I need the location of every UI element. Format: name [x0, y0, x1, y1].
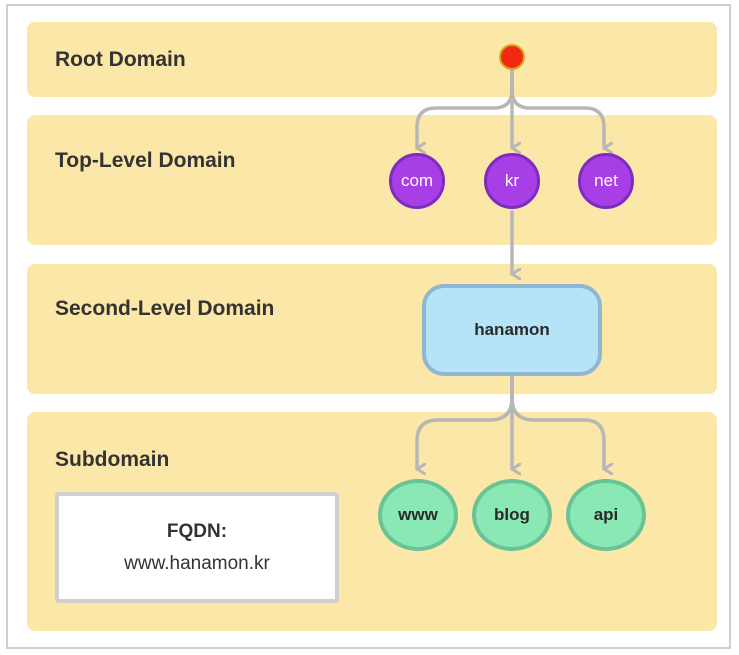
fqdn-box: FQDN: www.hanamon.kr [55, 492, 339, 603]
fqdn-value: www.hanamon.kr [124, 552, 270, 574]
tld-node-kr: kr [484, 153, 540, 209]
tld-node-com: com [389, 153, 445, 209]
label-root-domain: Root Domain [55, 48, 186, 71]
sub-node-www: www [378, 479, 458, 551]
label-subdomain: Subdomain [55, 448, 170, 471]
sub-node-api: api [566, 479, 646, 551]
label-top-level-domain: Top-Level Domain [55, 149, 236, 172]
label-second-level-domain: Second-Level Domain [55, 297, 275, 320]
sld-node-hanamon: hanamon [422, 284, 602, 376]
fqdn-title: FQDN: [166, 520, 228, 542]
sub-node-blog: blog [472, 479, 552, 551]
tld-node-net: net [578, 153, 634, 209]
band-second-level-domain: Second-Level Domain [27, 264, 717, 394]
band-root-domain: Root Domain [27, 22, 717, 97]
root-node [499, 44, 525, 70]
